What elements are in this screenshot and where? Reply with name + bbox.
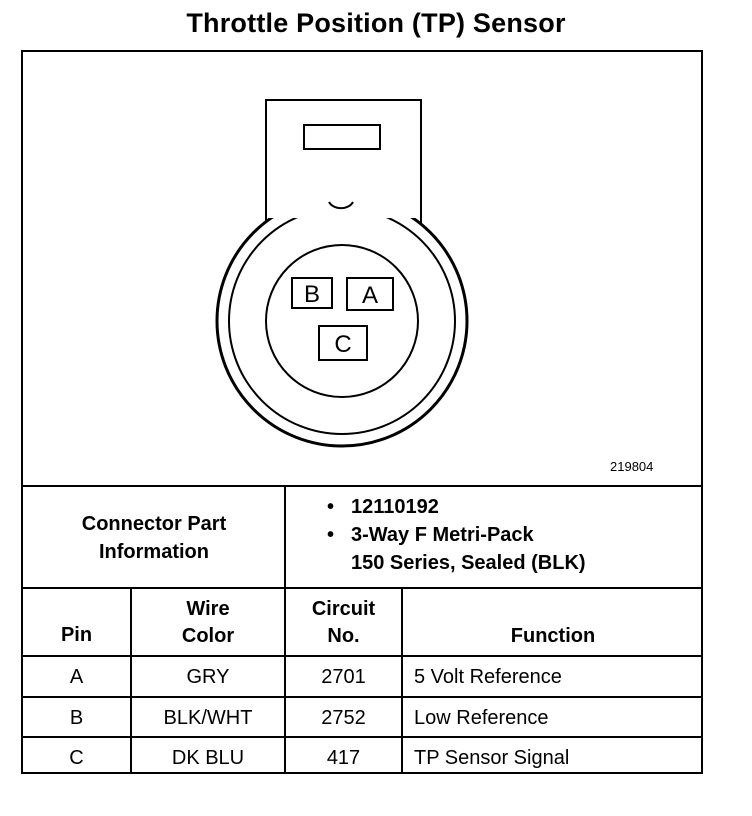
header-pin-text: Pin: [60, 624, 93, 646]
list-item-continuation: 150 Series, Sealed (BLK): [327, 549, 586, 577]
connector-type: 3-Way F Metri-Pack: [351, 524, 534, 546]
connector-diagram: B A C: [21, 50, 703, 486]
table-cell-function: 5 Volt Reference: [414, 666, 562, 688]
connector-key-notch: [328, 201, 354, 210]
table-cell-function: TP Sensor Signal: [414, 747, 570, 769]
divider: [284, 485, 286, 774]
pin-label-b: B: [304, 281, 320, 308]
table-cell-circuit: 417: [326, 747, 361, 769]
connector-series: 150 Series, Sealed (BLK): [351, 552, 586, 574]
connector-drawing: B A C: [215, 99, 469, 448]
divider: [21, 736, 703, 738]
table-cell-wire-color: GRY: [186, 666, 230, 688]
bullet-icon: •: [327, 496, 335, 518]
figure-number: 219804: [610, 459, 654, 474]
connector-info-label: Connector Part Information: [23, 510, 285, 566]
page-title: Throttle Position (TP) Sensor: [186, 8, 566, 38]
pin-cavity-c: [318, 325, 368, 361]
divider: [21, 696, 703, 698]
header-circuit-line2: No.: [327, 625, 360, 647]
table-cell-wire-color: BLK/WHT: [163, 707, 253, 729]
header-wire-color: Wire Color: [132, 596, 284, 650]
divider: [130, 587, 132, 774]
connector-info-label-line2: Information: [99, 541, 209, 563]
table-cell-wire-color: DK BLU: [171, 747, 245, 769]
table-cell-circuit: 2701: [321, 666, 366, 688]
bullet-icon: •: [327, 524, 335, 546]
pin-label-a: A: [362, 282, 378, 309]
header-function: Function: [403, 623, 703, 650]
list-item: • 3-Way F Metri-Pack: [327, 521, 586, 549]
pin-cavity-b: [291, 277, 333, 309]
divider: [21, 587, 703, 589]
pin-cavity-a: [346, 277, 394, 311]
header-circuit: Circuit No.: [286, 596, 401, 650]
table-cell-function: Low Reference: [414, 707, 549, 729]
header-wire-color-line1: Wire: [186, 598, 230, 620]
diagram-frame: [21, 50, 703, 774]
connector-info-list: • 12110192 • 3-Way F Metri-Pack 150 Seri…: [327, 493, 586, 577]
header-wire-color-line2: Color: [181, 625, 235, 647]
table-cell-pin: B: [69, 707, 84, 729]
divider: [401, 587, 403, 774]
divider: [21, 485, 703, 487]
header-circuit-line1: Circuit: [311, 598, 376, 620]
table-cell-pin: C: [69, 747, 84, 769]
header-function-text: Function: [510, 625, 596, 647]
header-pin: Pin: [23, 622, 130, 649]
pin-housing: [265, 244, 419, 398]
connector-info-label-line1: Connector Part: [81, 513, 227, 535]
list-item: • 12110192: [327, 493, 586, 521]
table-cell-pin: A: [69, 666, 84, 688]
pin-label-c: C: [334, 331, 351, 358]
table-cell-circuit: 2752: [321, 707, 366, 729]
part-number: 12110192: [351, 496, 439, 518]
divider: [21, 655, 703, 657]
